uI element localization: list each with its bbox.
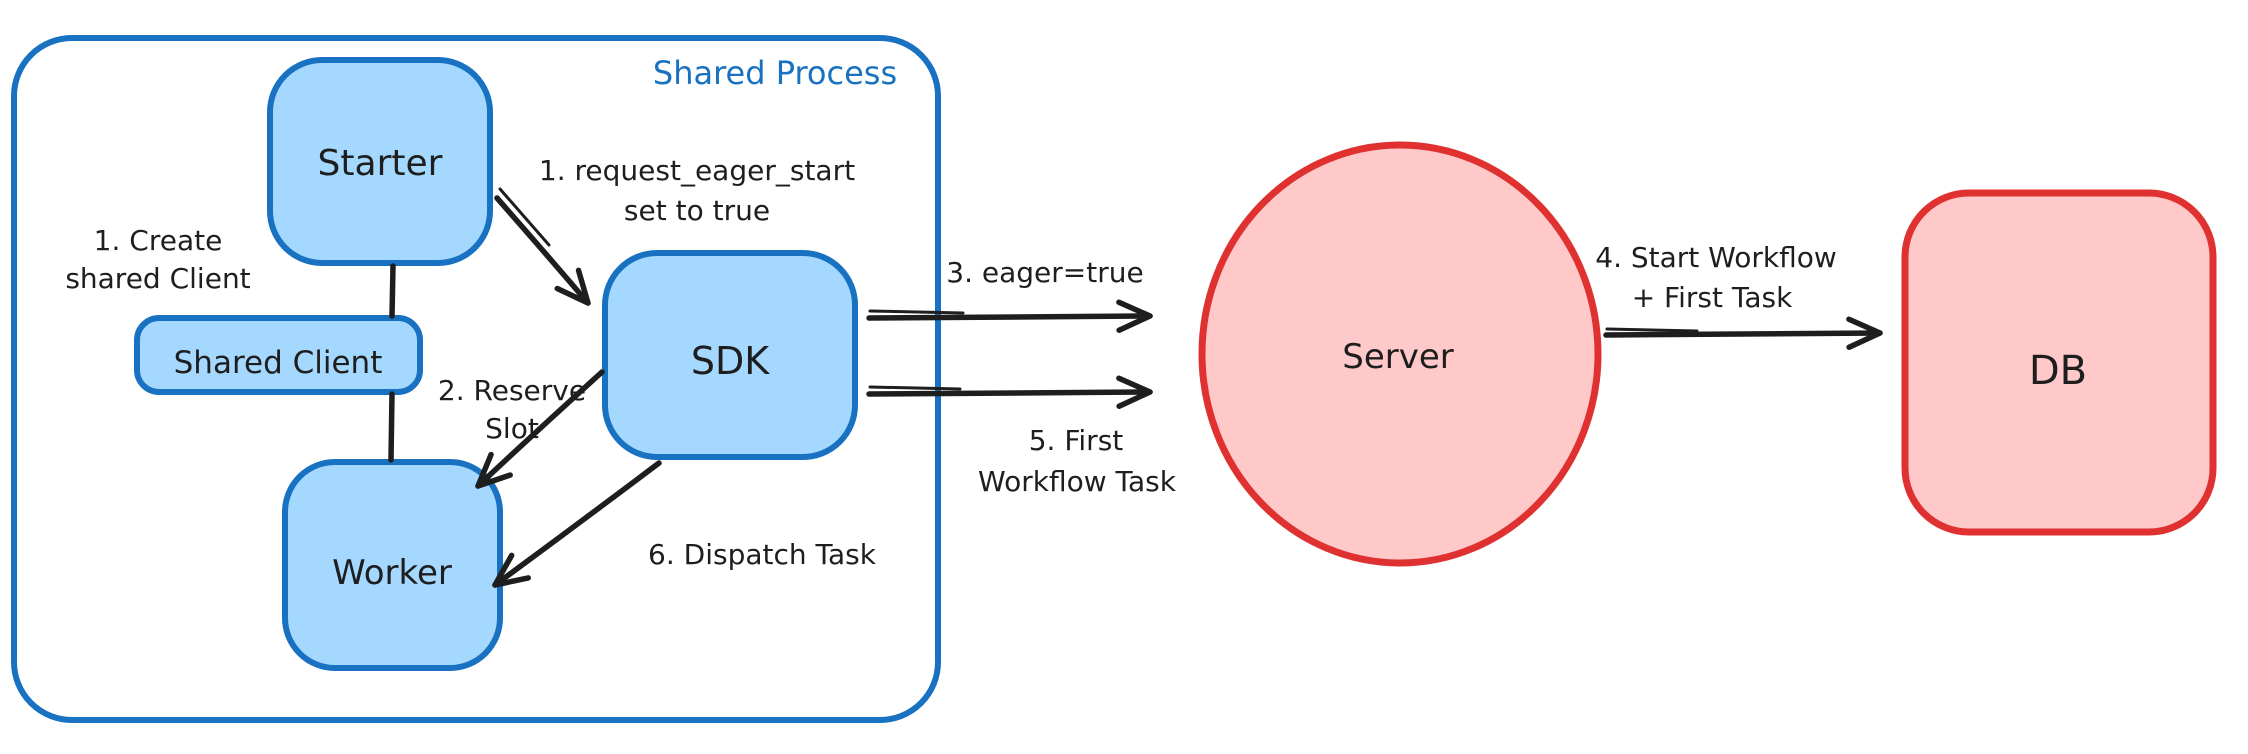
sdk-label: SDK [691,339,770,383]
connector-client-worker [388,391,395,463]
starter-box [267,57,493,266]
annotation-create-client-line1: 1. Create [94,224,223,257]
arrow-dispatch-task [492,460,662,588]
shared-process-label: Shared Process [653,54,897,92]
arrow-start-workflow-sketch [1605,327,1699,333]
arrow-request-eager-start [494,195,591,306]
arrow-start-workflow [1603,316,1883,350]
annotation-start-workflow-line2: + First Task [1632,281,1793,314]
arrow-first-workflow-task-sketch [868,385,962,391]
arrow-request-eager-start-sketch [498,187,551,247]
annotation-first-wf-task-line2: Workflow Task [978,465,1177,498]
server-label: Server [1342,337,1454,377]
annotation-reserve-slot-line1: 2. Reserve [438,374,586,407]
shared-process-container [11,35,941,723]
annotation-first-wf-task-line1: 5. First [1029,424,1124,457]
arrow-eager-true-sketch [868,309,965,315]
db-box [1901,189,2217,536]
annotation-start-workflow-line1: 4. Start Workflow [1595,241,1837,274]
starter-label: Starter [318,143,443,184]
annotation-eager-true: 3. eager=true [946,256,1143,289]
annotation-request-eager-line1: 1. request_eager_start [539,154,855,187]
server-circle [1198,141,1602,567]
shared-client-label: Shared Client [174,345,383,381]
annotation-reserve-slot-line2: Slot [485,412,539,445]
sdk-box [602,250,858,460]
annotation-dispatch-task: 6. Dispatch Task [648,538,877,571]
arrow-first-workflow-task [866,375,1153,409]
annotation-create-client-line2: shared Client [65,262,250,295]
annotation-request-eager-line2: set to true [624,194,770,227]
arrow-reserve-slot [475,369,605,489]
db-label: DB [2029,348,2087,394]
worker-label: Worker [332,553,452,593]
shared-client-box [134,315,423,395]
connector-starter-client [389,263,396,319]
arrow-eager-true [866,299,1153,333]
